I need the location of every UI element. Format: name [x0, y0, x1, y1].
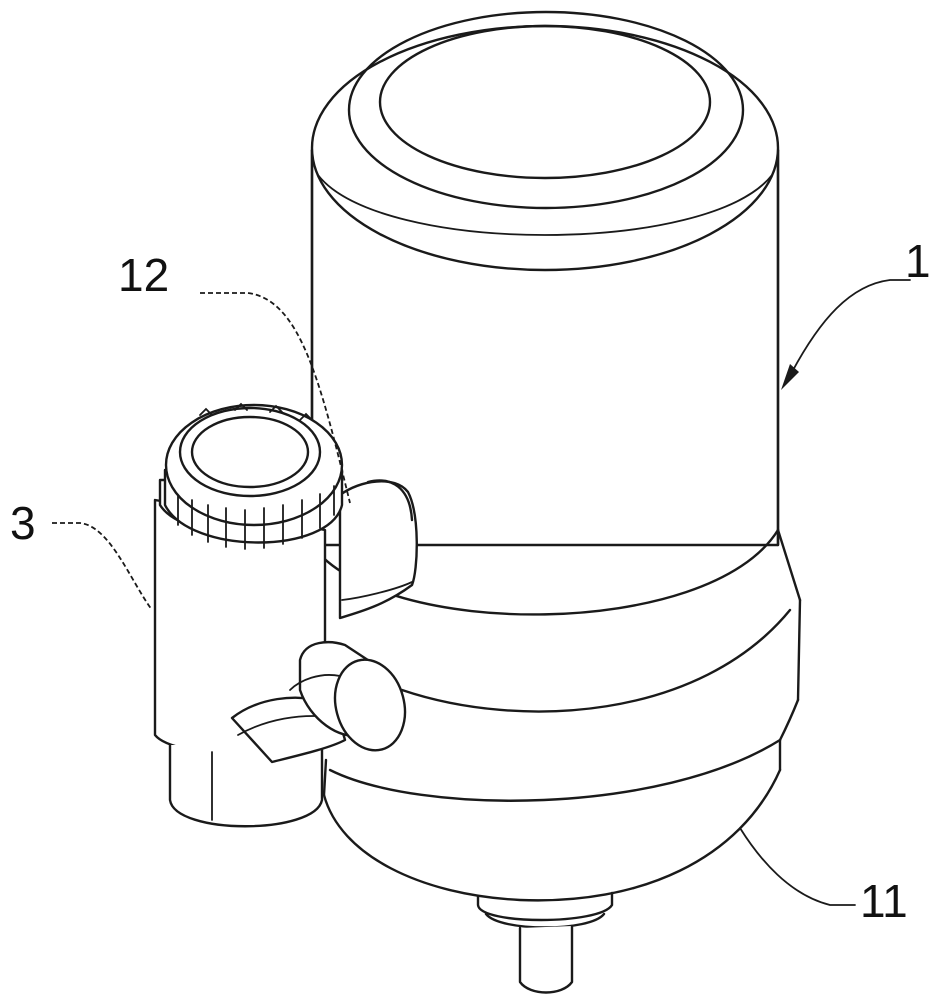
- valve-body: [153, 402, 407, 828]
- main-housing: [310, 10, 780, 616]
- label-bottom-cap: 11: [860, 875, 908, 927]
- label-housing: 1: [905, 235, 931, 287]
- side-port: [338, 479, 418, 620]
- label-side-port: 12: [118, 249, 170, 301]
- bottom-cap: [322, 528, 802, 994]
- leader-lines: [52, 279, 911, 906]
- label-valve-body: 3: [10, 497, 36, 549]
